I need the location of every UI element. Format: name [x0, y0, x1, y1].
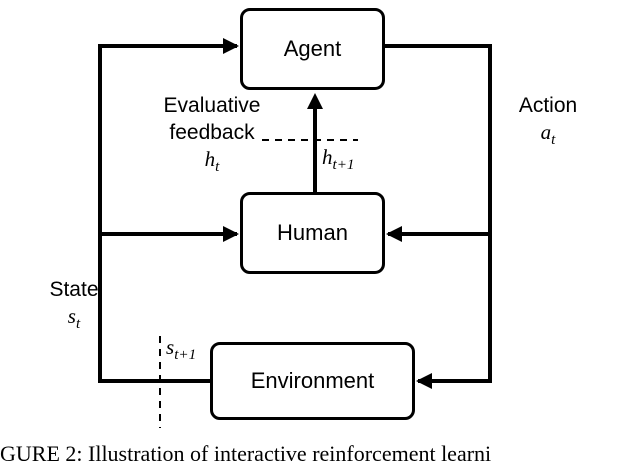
- h-t1-label: ht+1: [322, 144, 354, 179]
- human-box: Human: [240, 192, 385, 274]
- arrowhead-into-agent-bottom: [307, 93, 323, 109]
- action-line-right: [385, 44, 492, 383]
- s-t1-sub: t+1: [174, 347, 197, 364]
- a-t-sub: t: [551, 132, 556, 149]
- s-t-label: st: [40, 303, 108, 338]
- a-t-var: a: [540, 120, 552, 144]
- h-t-var: h: [204, 147, 216, 171]
- figure-caption-text: GURE 2: Illustration of interactive rein…: [0, 441, 492, 466]
- arrowhead-into-agent-left: [223, 38, 239, 54]
- s-t-sub: t: [75, 316, 81, 333]
- a-t-label: at: [508, 119, 588, 154]
- action-label: Action at: [508, 92, 588, 154]
- s-t1-label: st+1: [166, 334, 196, 369]
- figure-caption: GURE 2: Illustration of interactive rein…: [0, 441, 618, 466]
- h-t-label: ht: [146, 146, 278, 181]
- h-t-sub: t: [215, 159, 220, 176]
- environment-box: Environment: [210, 342, 415, 420]
- s-t1-var: s: [166, 335, 175, 359]
- arrowhead-into-environment-right: [416, 373, 432, 389]
- arrowhead-into-human-left: [223, 226, 239, 242]
- state-line-left: [98, 44, 237, 383]
- environment-label: Environment: [250, 368, 375, 393]
- h-t1-var: h: [322, 145, 333, 169]
- s-t-var: s: [67, 304, 76, 328]
- state-word: State: [49, 278, 99, 301]
- evaluative-feedback-line1: Evaluative: [163, 94, 261, 117]
- state-label: State st: [40, 276, 108, 338]
- h-t1-sub: t+1: [332, 157, 355, 174]
- evaluative-feedback-line2: feedback: [169, 121, 255, 144]
- agent-label: Agent: [283, 36, 342, 61]
- agent-box: Agent: [240, 8, 385, 90]
- evaluative-feedback-label: Evaluative feedback ht: [146, 92, 278, 181]
- human-label: Human: [277, 220, 348, 245]
- action-word: Action: [518, 94, 578, 117]
- arrowhead-into-human-right: [386, 226, 402, 242]
